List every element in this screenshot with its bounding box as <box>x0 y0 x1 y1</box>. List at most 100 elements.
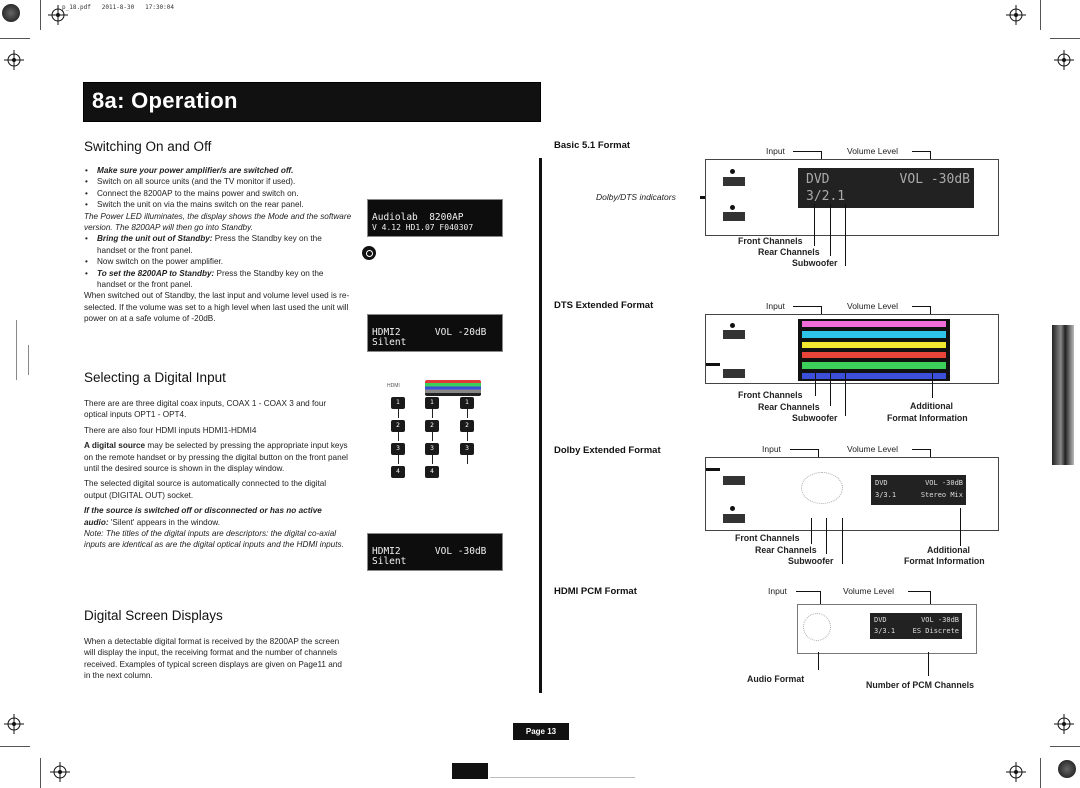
digital-input-text: There are are three digital coax inputs,… <box>84 398 348 551</box>
digital-out-text: The selected digital source is automatic… <box>84 479 327 500</box>
key-connector-line <box>467 432 468 441</box>
remote-input-key: 4 <box>391 466 405 478</box>
front-panel-keys-icon <box>801 472 843 504</box>
crop-line <box>0 38 30 39</box>
dts-display-bar <box>802 331 946 338</box>
hdmi-input-label: Input <box>768 586 787 596</box>
crop-line <box>1040 758 1041 788</box>
dts-display-bar <box>802 352 946 359</box>
basic-screen-vol: VOL -30dB <box>899 172 970 187</box>
dts-logo-icon <box>723 369 745 378</box>
dts-volume-label: Volume Level <box>847 301 899 311</box>
digital-input-heading: Selecting a Digital Input <box>84 370 226 385</box>
dolby-screen: DVD VOL -30dB 3/3.1 Stereo Mix <box>871 475 966 505</box>
standby-text: When switched out of Standby, the last i… <box>84 291 350 324</box>
dts-rear-label: Rear Channels <box>758 402 820 412</box>
digital-source-rest: may be selected by pressing the appropri… <box>84 441 348 474</box>
registration-mark-icon <box>4 50 24 70</box>
print-header: p_18.pdf 2011-8-30 17:30:04 <box>62 4 174 11</box>
crop-line <box>40 0 41 30</box>
key-connector-line <box>398 455 399 464</box>
silent-rest: 'Silent' appears in the window. <box>108 517 221 527</box>
registration-mark-icon <box>1006 5 1026 25</box>
dolby-screen-format: Stereo Mix <box>920 491 963 499</box>
basic-input-label: Input <box>766 146 785 156</box>
registration-mark-icon <box>1054 50 1074 70</box>
dolby-logo-icon <box>723 330 745 339</box>
screen-displays-body: When a detectable digital format is rece… <box>84 637 342 681</box>
hdmi-screen-vol: VOL -30dB <box>921 616 959 624</box>
registration-mark-icon <box>1006 762 1026 782</box>
dts-display-bar <box>802 341 946 348</box>
digital-source-bold: A digital source <box>84 441 146 451</box>
registration-mark-icon <box>1054 714 1074 734</box>
bullet-power-amp: Now switch on the power amplifier. <box>97 257 224 267</box>
side-mark <box>16 320 17 380</box>
key-connector-line <box>467 455 468 464</box>
registration-mark-icon <box>4 714 24 734</box>
bullet-connect: Connect the 8200AP to the mains power an… <box>97 188 299 198</box>
dolby-input-label: Input <box>762 444 781 454</box>
remote-input-key: 1 <box>460 397 474 409</box>
crop-line <box>1050 746 1080 747</box>
basic-volume-label: Volume Level <box>847 146 899 156</box>
dts-format-info-label: Format Information <box>887 413 968 423</box>
dolby-sub-label: Subwoofer <box>788 556 834 566</box>
bullet-mains: Switch the unit on via the mains switch … <box>97 200 304 210</box>
switching-text: Make sure your power amplifier/s are swi… <box>84 165 352 325</box>
remote-input-key: 2 <box>425 420 439 432</box>
bullet-amp-off: Make sure your power amplifier/s are swi… <box>97 166 294 175</box>
key-connector-line <box>432 409 433 418</box>
crop-line <box>0 746 30 747</box>
hdmi-cable-icon <box>425 380 481 396</box>
lcd-startup-line1: Audiolab 8200AP <box>372 211 464 223</box>
dolby-additional-label: Additional <box>927 545 971 555</box>
remote-input-key: 3 <box>460 443 474 455</box>
coax-text: There are are three digital coax inputs,… <box>84 399 327 420</box>
dolby-logo-icon <box>723 476 745 485</box>
bullet-sources: Switch on all source units (and the TV m… <box>97 177 296 187</box>
color-dot-icon <box>1058 760 1076 778</box>
silent-bold: If the source is switched off or disconn… <box>84 506 322 527</box>
dts-additional-label: Additional <box>910 401 954 411</box>
basic-screen-channels: 3/2.1 <box>806 189 846 204</box>
remote-input-key: 2 <box>391 420 405 432</box>
dolby-screen-channels: 3/3.1 <box>875 491 897 499</box>
remote-input-key: 1 <box>391 397 405 409</box>
lcd-hdmi20-line1: HDMI2 VOL -20dB <box>372 326 487 338</box>
hdmi-pcm-heading: HDMI PCM Format <box>554 586 637 597</box>
footer-line <box>490 777 635 778</box>
registration-mark-icon <box>50 762 70 782</box>
footer-block <box>452 763 488 779</box>
bring-standby-bold: Bring the unit out of Standby: <box>97 234 213 244</box>
side-mark <box>28 345 29 375</box>
crop-line <box>40 758 41 788</box>
print-time: 17:30:04 <box>145 4 175 11</box>
dts-logo-icon <box>723 212 745 221</box>
basic-indicators-label: Dolby/DTS indicators <box>596 192 676 202</box>
hdmi-screen-channels: 3/3.1 <box>874 627 896 635</box>
arrow-icon <box>706 468 720 471</box>
basic-screen: DVD VOL -30dB 3/2.1 <box>798 168 974 208</box>
hdmi-audio-format-label: Audio Format <box>747 674 805 684</box>
dts-display-bar <box>802 321 946 328</box>
dts-display-bar <box>802 372 946 379</box>
basic-sub-label: Subwoofer <box>792 258 838 268</box>
dts-input-label: Input <box>766 301 785 311</box>
front-panel-keys-icon <box>803 613 831 641</box>
indicator-icon <box>730 205 735 210</box>
dts-front-label: Front Channels <box>738 390 803 400</box>
switching-heading: Switching On and Off <box>84 139 212 154</box>
lcd-hdmi30-line1: HDMI2 VOL -30dB <box>372 545 487 557</box>
basic-heading: Basic 5.1 Format <box>554 140 631 151</box>
standby-icon <box>362 246 376 260</box>
registration-mark-icon <box>48 5 68 25</box>
screen-displays-heading: Digital Screen Displays <box>84 608 223 623</box>
dolby-panel: DVD VOL -30dB 3/3.1 Stereo Mix <box>705 457 999 531</box>
lcd-startup-line2: V 4.12 HD1.07 F040307 <box>372 223 474 232</box>
remote-input-key: 4 <box>425 466 439 478</box>
print-date: 2011-8-30 <box>101 4 135 11</box>
hdmi-panel: DVD VOL -30dB 3/3.1 ES Discrete <box>797 604 977 654</box>
